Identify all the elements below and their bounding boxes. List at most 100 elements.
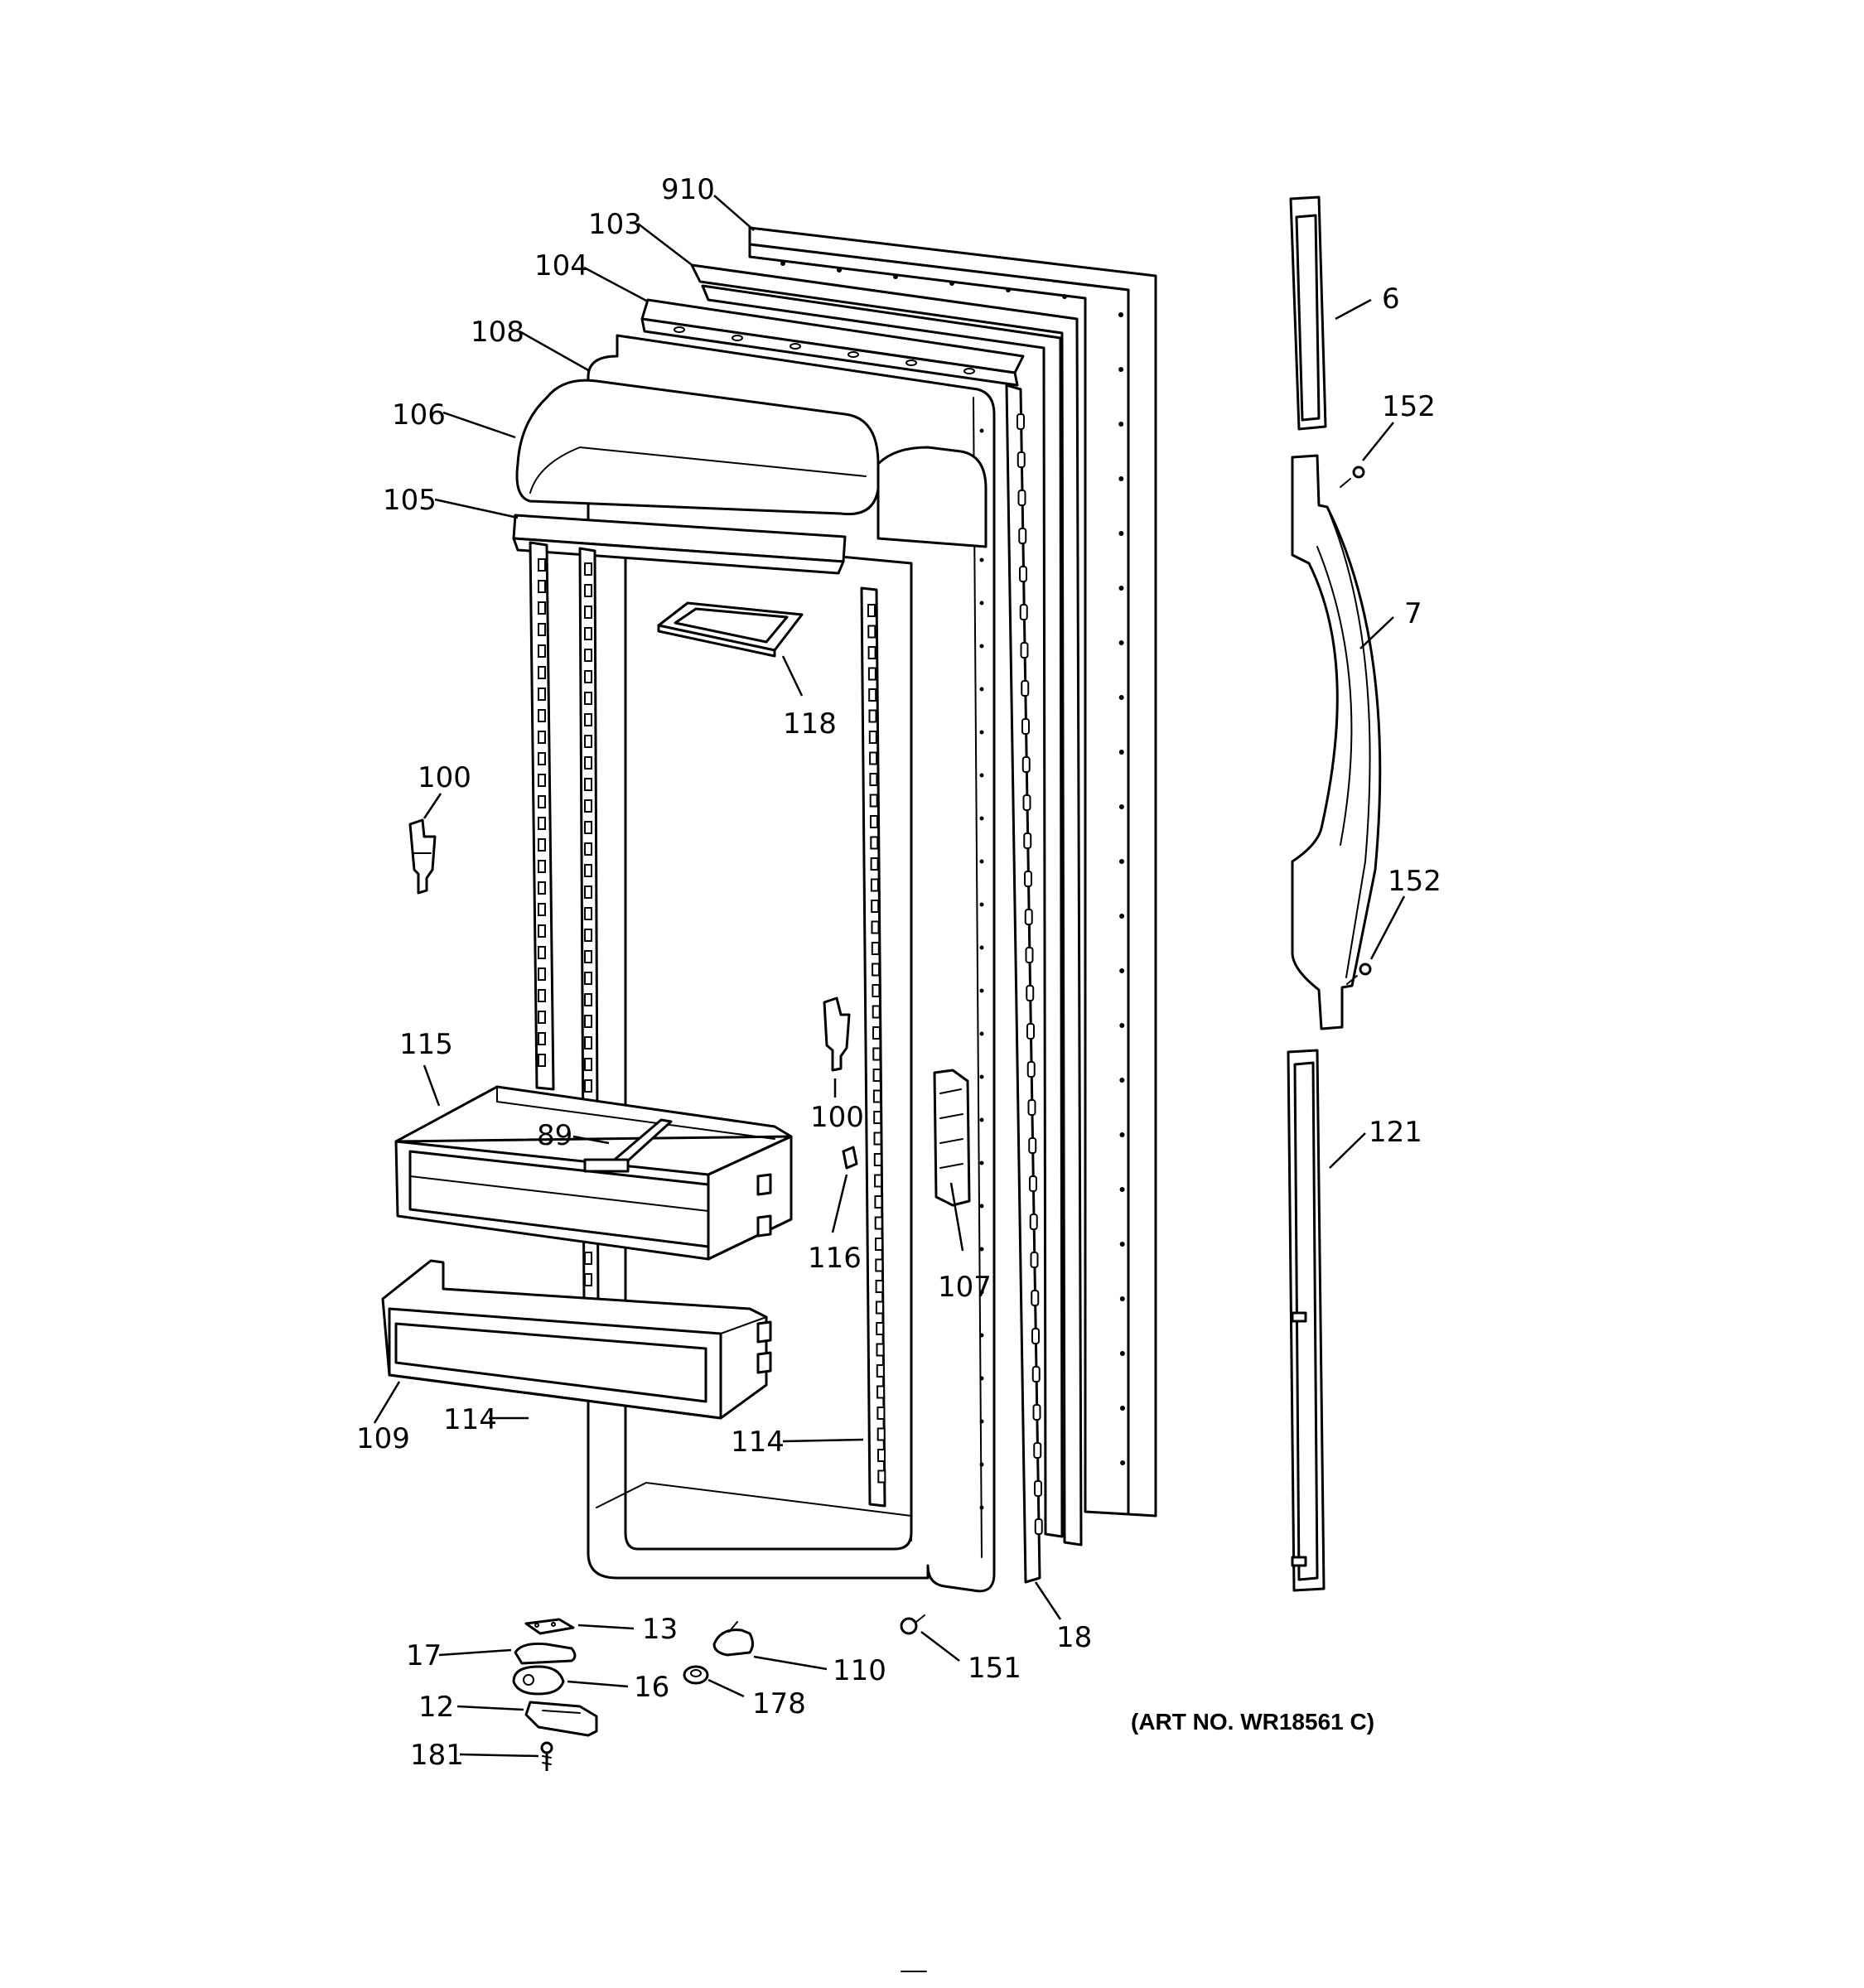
rail-slot: [538, 795, 546, 808]
liner-dot: [979, 1462, 984, 1467]
callout-16: 16: [634, 1671, 669, 1704]
rail-slot: [870, 836, 879, 850]
rail-slot: [871, 942, 880, 955]
inner-right-rail: [860, 586, 886, 1508]
rail-slot: [584, 670, 592, 683]
rail-slot: [868, 731, 877, 744]
rail-slot: [538, 860, 546, 873]
callout-103: 103: [588, 208, 642, 241]
rail-slot: [867, 646, 876, 659]
strip-slot: [1021, 756, 1031, 773]
strip-slot: [1017, 490, 1026, 506]
dairy-door: [515, 379, 988, 548]
rail-slot: [584, 993, 592, 1006]
rail-slot: [538, 1011, 546, 1024]
rail-slot: [869, 751, 878, 765]
handle-trim: [1287, 1049, 1326, 1592]
panel-hole: [1118, 422, 1124, 427]
rail-slot: [584, 1015, 592, 1028]
strip-slot: [1030, 1252, 1039, 1268]
rail-slot: [584, 907, 592, 920]
rail-slot: [538, 666, 546, 679]
rail-slot: [875, 1238, 883, 1251]
door-liner: [587, 334, 996, 1593]
panel-hole: [1118, 476, 1124, 481]
liner-dot: [979, 816, 984, 821]
strip-hole: [790, 343, 801, 350]
rail-slot: [584, 821, 592, 834]
panel-hole: [1118, 750, 1124, 755]
panel-hole: [1119, 1132, 1125, 1137]
callout-116: 116: [808, 1242, 862, 1275]
leader-lines: [373, 195, 1406, 1758]
liner-dot: [979, 902, 984, 907]
callout-114-right: 114: [731, 1426, 785, 1459]
strip-slot: [1031, 1366, 1041, 1382]
callout-152-top: 152: [1382, 390, 1436, 423]
hinge-bushing: [514, 1643, 577, 1665]
strip-slot: [1031, 1290, 1040, 1306]
liner-dot: [979, 859, 984, 864]
bin-divider: [583, 1118, 673, 1173]
strip-slot: [1025, 947, 1034, 963]
callout-108: 108: [471, 316, 524, 349]
rail-slot: [877, 1449, 886, 1462]
rail-slot: [584, 649, 592, 662]
rail-slot: [538, 623, 546, 636]
strip-slot: [1021, 680, 1030, 697]
rail-slot: [867, 604, 876, 617]
butter-tray: [657, 601, 804, 658]
rail-slot: [538, 924, 546, 938]
shelf-bracket-left: [408, 818, 437, 895]
rail-slot: [584, 929, 592, 942]
rail-slot: [584, 735, 592, 748]
callout-106: 106: [392, 398, 446, 432]
rail-slot: [874, 1195, 883, 1209]
rail-slot: [876, 1364, 885, 1378]
callout-114-left: 114: [443, 1403, 497, 1436]
shelf-bracket-right: [823, 996, 851, 1072]
rail-slot: [870, 815, 878, 828]
liner-dot: [979, 1247, 984, 1252]
callout-181: 181: [410, 1739, 464, 1772]
rail-slot: [538, 817, 546, 830]
rail-slot: [584, 713, 592, 726]
panel-hole: [1118, 640, 1124, 645]
panel-hole: [949, 281, 954, 286]
strip-slot: [1019, 604, 1028, 620]
strip-slot: [1026, 1023, 1035, 1040]
callout-110: 110: [833, 1654, 886, 1687]
panel-hole: [1118, 312, 1123, 317]
callout-118: 118: [783, 707, 837, 741]
rail-slot: [538, 644, 546, 658]
rail-slot: [871, 920, 880, 934]
rail-slot: [538, 774, 546, 787]
liner-dot: [979, 687, 984, 692]
liner-dot: [979, 1290, 984, 1295]
rail-slot: [869, 794, 878, 808]
rail-slot: [538, 967, 546, 981]
rail-slot: [875, 1300, 884, 1315]
panel-hole: [1119, 1023, 1125, 1028]
rail-slot: [876, 1343, 885, 1357]
rail-slot: [538, 1032, 546, 1045]
panel-hole: [893, 274, 898, 279]
rail-slot: [876, 1385, 886, 1399]
rail-slot: [584, 584, 592, 597]
rail-slot: [584, 756, 592, 770]
panel-hole: [1118, 531, 1124, 536]
liner-dot: [979, 1376, 984, 1381]
rail-slot: [872, 984, 881, 997]
hinge-shim: [524, 1618, 575, 1635]
strip-slot: [1023, 832, 1032, 849]
rail-slot: [584, 1036, 592, 1049]
liner-dot: [979, 945, 984, 950]
panel-hole: [1120, 1460, 1126, 1465]
door-bin-upper: [394, 1085, 793, 1261]
panel-hole: [837, 268, 842, 273]
strip-slot: [1034, 1518, 1043, 1535]
rail-slot: [874, 1174, 883, 1188]
liner-dot: [979, 428, 984, 433]
panel-hole: [1120, 1406, 1125, 1411]
rail-slot: [538, 903, 546, 916]
